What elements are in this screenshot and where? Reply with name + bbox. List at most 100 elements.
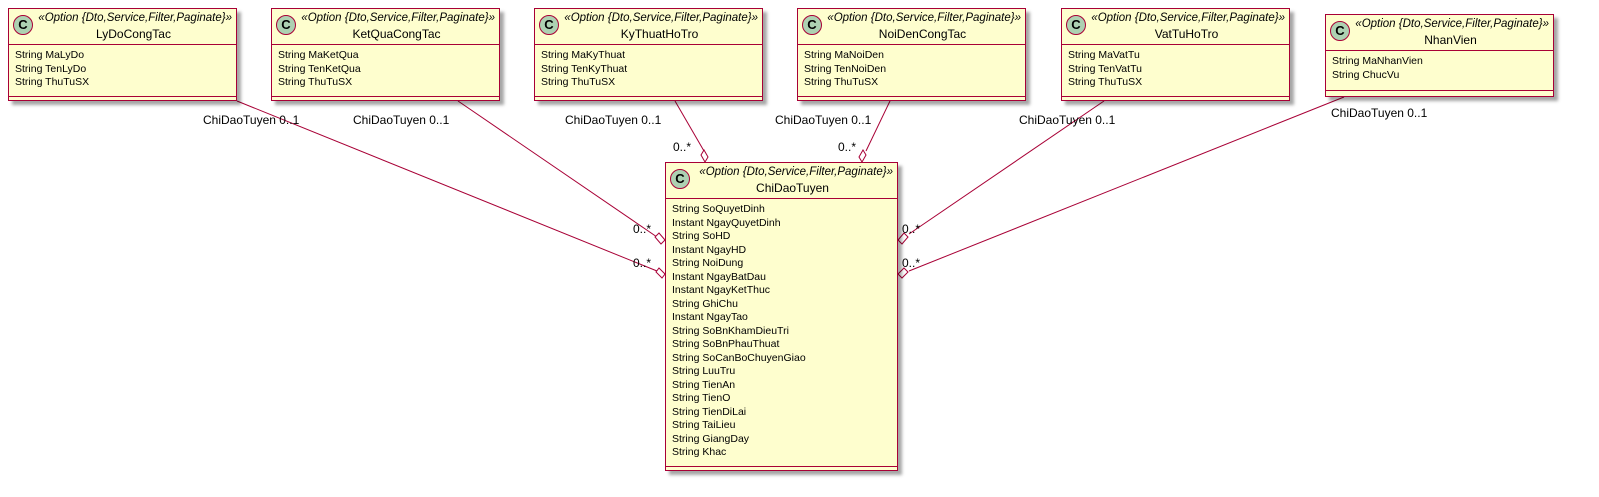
edge-vattu xyxy=(908,100,1105,235)
edge-label-lydo-source: ChiDaoTuyen 0..1 xyxy=(203,113,300,127)
class-field: String GhiChu xyxy=(672,297,738,310)
class-field: String GiangDay xyxy=(672,432,750,445)
class-header: C «Option {Dto,Service,Filter,Paginate}»… xyxy=(535,9,762,45)
class-field: String NoiDung xyxy=(672,257,744,269)
class-name: KetQuaCongTac xyxy=(352,27,441,41)
class-field: String TienAn xyxy=(672,378,736,391)
edge-noiden xyxy=(865,100,891,152)
class-fields: String MaKetQua String TenKetQua String … xyxy=(272,45,499,97)
class-fields: String MaKyThuat String TenKyThuat Strin… xyxy=(535,45,762,97)
edge-label-vattu-target: 0..* xyxy=(902,222,921,236)
class-field: String MaLyDo xyxy=(15,49,85,61)
edge-label-kythuat-target: 0..* xyxy=(673,140,692,154)
edge-label-noiden-target: 0..* xyxy=(838,140,857,154)
class-field: Instant NgayQuyetDinh xyxy=(672,216,781,229)
class-field: String MaNoiDen xyxy=(804,49,884,61)
class-field: String SoBnPhauThuat xyxy=(672,338,780,350)
class-field: Instant NgayHD xyxy=(672,243,747,256)
class-fields: String MaLyDo String TenLyDo String ThuT… xyxy=(9,45,236,97)
class-lydocongtac: C «Option {Dto,Service,Filter,Paginate}»… xyxy=(8,8,237,101)
class-name: LyDoCongTac xyxy=(96,27,171,41)
class-kythuathotro: C «Option {Dto,Service,Filter,Paginate}»… xyxy=(534,8,763,101)
class-field: String TenKyThuat xyxy=(541,62,628,75)
class-field: String TienDiLai xyxy=(672,405,747,418)
aggregation-diamond-lydo xyxy=(655,267,666,279)
class-field: String TenNoiDen xyxy=(804,62,887,75)
class-stereotype: «Option {Dto,Service,Filter,Paginate}» xyxy=(1091,12,1285,24)
aggregation-diamond-ketqua xyxy=(654,232,666,245)
class-field: String SoQuyetDinh xyxy=(672,203,765,215)
class-ketquacongtac: C «Option {Dto,Service,Filter,Paginate}»… xyxy=(271,8,500,101)
class-field: String MaNhanVien xyxy=(1332,55,1423,67)
class-header: C «Option {Dto,Service,Filter,Paginate}»… xyxy=(798,9,1025,45)
class-vattuhotro: C «Option {Dto,Service,Filter,Paginate}»… xyxy=(1061,8,1290,101)
edge-label-vattu-source: ChiDaoTuyen 0..1 xyxy=(1019,113,1116,127)
class-c-icon: C xyxy=(276,15,296,35)
class-field: String MaKyThuat xyxy=(541,49,626,61)
class-field: String ThuTuSX xyxy=(1068,76,1143,88)
class-field: Instant NgayKetThuc xyxy=(672,284,771,296)
aggregation-diamond-nhanvien xyxy=(897,267,909,279)
class-name: NhanVien xyxy=(1424,33,1477,47)
edge-label-lydo-target: 0..* xyxy=(633,256,652,270)
class-stereotype: «Option {Dto,Service,Filter,Paginate}» xyxy=(564,12,758,24)
edge-lydo xyxy=(236,100,658,272)
aggregation-diamond-vattu xyxy=(897,232,909,245)
class-field: String ThuTuSX xyxy=(278,76,353,88)
class-field: String ThuTuSX xyxy=(15,76,90,88)
class-fields: String MaVatTu String TenVatTu String Th… xyxy=(1062,45,1289,97)
class-noidencongtac: C «Option {Dto,Service,Filter,Paginate}»… xyxy=(797,8,1026,101)
aggregation-diamond-kythuat xyxy=(700,149,709,163)
class-chidaotuyen: C «Option {Dto,Service,Filter,Paginate}»… xyxy=(665,162,898,471)
edge-ketqua xyxy=(457,100,658,238)
edge-label-kythuat-source: ChiDaoTuyen 0..1 xyxy=(565,113,662,127)
class-stereotype: «Option {Dto,Service,Filter,Paginate}» xyxy=(699,166,893,178)
class-field: String MaKetQua xyxy=(278,49,359,61)
class-field: String TaiLieu xyxy=(672,419,736,431)
class-header: C «Option {Dto,Service,Filter,Paginate}»… xyxy=(272,9,499,45)
class-field: String SoHD xyxy=(672,230,731,242)
class-header: C «Option {Dto,Service,Filter,Paginate}»… xyxy=(1326,15,1553,51)
class-field: String SoCanBoChuyenGiao xyxy=(672,351,806,364)
class-fields: String MaNhanVien String ChucVu xyxy=(1326,51,1553,91)
class-c-icon: C xyxy=(802,15,822,35)
class-nhanvien: C «Option {Dto,Service,Filter,Paginate}»… xyxy=(1325,14,1554,97)
class-field: Instant NgayBatDau xyxy=(672,270,766,283)
class-field: String SoBnKhamDieuTri xyxy=(672,324,789,337)
class-field: Instant NgayTao xyxy=(672,311,748,323)
class-name: ChiDaoTuyen xyxy=(756,181,829,195)
class-fields: String MaNoiDen String TenNoiDen String … xyxy=(798,45,1025,97)
class-header: C «Option {Dto,Service,Filter,Paginate}»… xyxy=(9,9,236,45)
class-stereotype: «Option {Dto,Service,Filter,Paginate}» xyxy=(827,12,1021,24)
class-stereotype: «Option {Dto,Service,Filter,Paginate}» xyxy=(301,12,495,24)
class-header: C «Option {Dto,Service,Filter,Paginate}»… xyxy=(1062,9,1289,45)
class-field: String ThuTuSX xyxy=(541,76,616,88)
class-field: String Khac xyxy=(672,446,727,458)
class-c-icon: C xyxy=(1066,15,1086,35)
aggregation-diamond-noiden xyxy=(858,149,867,163)
edge-label-nhanvien-target: 0..* xyxy=(902,256,921,270)
class-stereotype: «Option {Dto,Service,Filter,Paginate}» xyxy=(1355,18,1549,30)
class-field: String ChucVu xyxy=(1332,68,1400,81)
class-c-icon: C xyxy=(539,15,559,35)
class-header: C «Option {Dto,Service,Filter,Paginate}»… xyxy=(666,163,897,199)
class-field: String LuuTru xyxy=(672,365,736,377)
edge-nhanvien xyxy=(908,96,1345,272)
class-c-icon: C xyxy=(1330,21,1350,41)
edge-label-ketqua-target: 0..* xyxy=(633,222,652,236)
class-fields: String SoQuyetDinh Instant NgayQuyetDinh… xyxy=(666,199,897,467)
class-field: String TenLyDo xyxy=(15,62,87,75)
class-field: String ThuTuSX xyxy=(804,76,879,88)
class-name: NoiDenCongTac xyxy=(878,27,967,41)
edge-kythuat xyxy=(674,100,705,152)
edge-label-nhanvien-source: ChiDaoTuyen 0..1 xyxy=(1331,106,1428,120)
class-field: String TenKetQua xyxy=(278,62,361,75)
edge-label-ketqua-source: ChiDaoTuyen 0..1 xyxy=(353,113,450,127)
class-name: KyThuatHoTro xyxy=(620,27,699,41)
class-field: String TienO xyxy=(672,392,731,404)
class-name: VatTuHoTro xyxy=(1154,27,1219,41)
class-field: String MaVatTu xyxy=(1068,49,1140,61)
class-c-icon: C xyxy=(670,169,690,189)
class-stereotype: «Option {Dto,Service,Filter,Paginate}» xyxy=(38,12,232,24)
